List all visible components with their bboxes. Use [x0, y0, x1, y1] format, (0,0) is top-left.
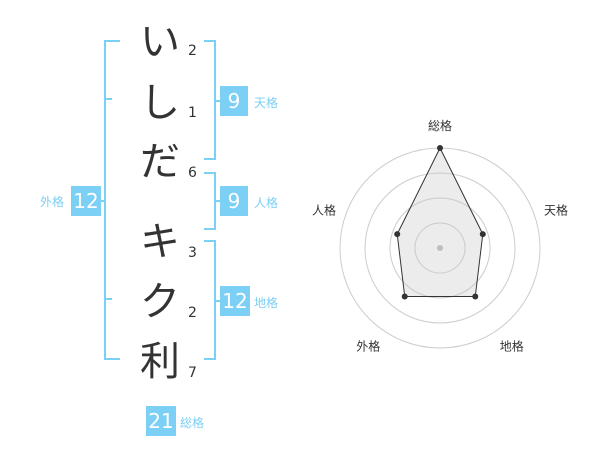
radar-axis-label-2: 天格	[544, 202, 568, 217]
jinkaku-value: 9	[220, 186, 248, 216]
name-char-6: 利	[140, 339, 180, 385]
tenkaku-value: 9	[220, 86, 248, 116]
gaikaku-label: 外格	[40, 195, 65, 209]
radar-polygon	[396, 146, 484, 298]
radar-center	[437, 245, 443, 251]
radar-point-1	[437, 145, 443, 151]
radar-point-4	[401, 293, 408, 300]
stroke-count-1: 2	[188, 43, 197, 59]
gaikaku-value: 12	[71, 186, 101, 216]
tenkaku-label: 天格	[254, 96, 279, 110]
soukaku-value: 21	[146, 406, 176, 436]
chikaku-value: 12	[220, 286, 250, 316]
stroke-count-6: 7	[188, 365, 197, 381]
radar-point-3	[472, 293, 479, 300]
name-char-3: だ	[140, 139, 180, 185]
grid-ring-3	[364, 172, 516, 324]
grid-ring-1	[414, 222, 466, 274]
stroke-count-3: 6	[188, 165, 197, 181]
radar-axis-label-3: 地格	[500, 339, 524, 354]
radar-point-5	[394, 231, 401, 238]
soukaku-label: 総格	[180, 416, 205, 430]
radar-point-2	[479, 231, 486, 238]
grid-ring-2	[389, 197, 491, 299]
jinkaku-label: 人格	[254, 196, 279, 210]
stroke-count-4: 3	[188, 245, 197, 261]
radar-axis-label-1: 総格	[428, 118, 452, 133]
radar-axis-label-5: 人格	[312, 202, 336, 217]
name-char-2: し	[140, 80, 180, 126]
radar-axis-label-4: 外格	[356, 339, 380, 354]
name-char-4: キ	[140, 219, 180, 265]
stroke-count-5: 2	[188, 305, 197, 321]
stroke-count-2: 1	[188, 105, 197, 121]
chikaku-label: 地格	[254, 296, 279, 310]
name-char-5: ク	[140, 279, 180, 325]
name-char-1: い	[140, 19, 180, 65]
